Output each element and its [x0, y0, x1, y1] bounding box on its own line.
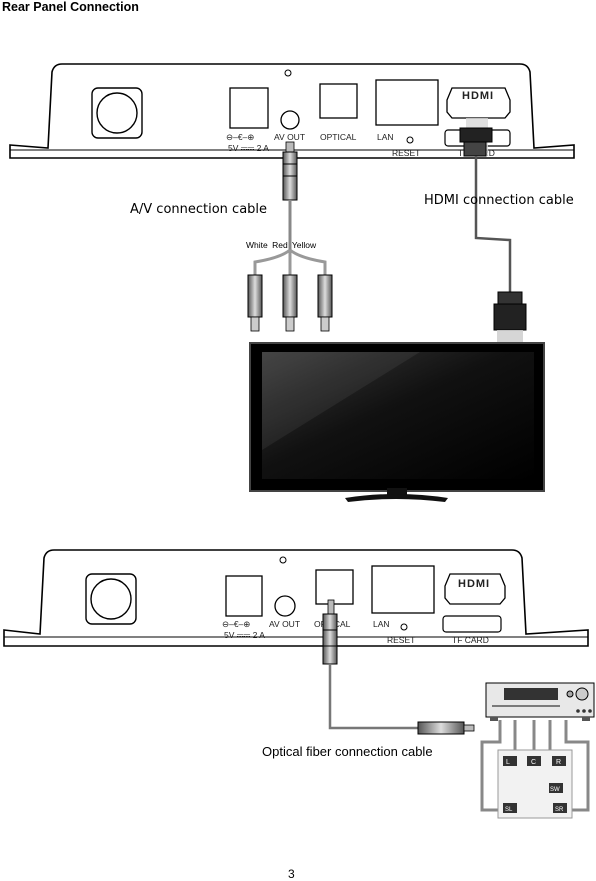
- tf-card-slot: [442, 615, 502, 633]
- speaker-icon-l: L: [503, 756, 517, 766]
- hdmi-logo: HDMI: [458, 578, 490, 590]
- power-port: [229, 87, 269, 129]
- hdmi-cable-label: HDMI connection cable: [424, 193, 574, 208]
- lan-port: [375, 79, 439, 126]
- av-cable: [253, 141, 327, 275]
- av-out-label: AV OUT: [269, 619, 300, 629]
- svg-text:SR: SR: [555, 807, 564, 813]
- reset-label: RESET: [392, 148, 420, 158]
- power-dc-icon: ⊖–€–⊕: [226, 132, 254, 142]
- svg-text:SL: SL: [505, 807, 513, 813]
- fan-grille-icon: [91, 87, 143, 139]
- av-cable-label: A/V connection cable: [130, 202, 268, 217]
- lan-label: LAN: [377, 132, 394, 142]
- hdmi-port: [444, 573, 506, 605]
- hdmi-cable: [459, 118, 527, 342]
- power-dc-icon: ⊖–€–⊕: [222, 619, 250, 629]
- tf-card-label: TF CARD: [452, 635, 489, 645]
- rca-plug-yellow: [317, 274, 333, 332]
- optical-cable-label: Optical fiber connection cable: [262, 744, 433, 759]
- svg-text:R: R: [556, 759, 561, 766]
- svg-text:L: L: [506, 759, 510, 766]
- fan-grille-icon: [85, 573, 137, 625]
- power-label: 5V ⎓⎓ 2 A: [228, 143, 269, 153]
- optical-port: [319, 83, 358, 119]
- hdmi-port: [446, 87, 511, 119]
- optical-port: [315, 569, 354, 605]
- rear-panel-bottom: HDMI ⊖–€–⊕ 5V ⎓⎓ 2 A AV OUT OPTICAL LAN …: [3, 549, 589, 647]
- lan-port: [371, 565, 435, 614]
- av-out-port: [280, 110, 300, 130]
- speaker-icon-sr: SR: [553, 803, 567, 813]
- page-number: 3: [288, 867, 295, 881]
- speaker-icon-c: C: [527, 756, 541, 766]
- av-out-label: AV OUT: [274, 132, 305, 142]
- svg-text:SW: SW: [550, 787, 560, 793]
- hdmi-logo: HDMI: [462, 90, 494, 102]
- power-port: [225, 575, 263, 617]
- television-icon: [249, 342, 545, 502]
- speaker-icon-sw: SW: [549, 783, 563, 793]
- power-label: 5V ⎓⎓ 2 A: [224, 630, 265, 640]
- speaker-icon-r: R: [552, 756, 566, 766]
- rca-color-labels: White Red Yellow: [246, 240, 317, 250]
- reset-label: RESET: [387, 635, 415, 645]
- svg-text:C: C: [531, 759, 536, 766]
- optical-label: OPTICAL: [320, 132, 357, 142]
- speaker-layout: L C R SW SL SR: [497, 749, 573, 819]
- rca-plug-red: [282, 274, 298, 332]
- lan-label: LAN: [373, 619, 390, 629]
- reset-button: [406, 136, 414, 144]
- av-receiver-icon: [485, 682, 595, 721]
- rca-plug-white: [247, 274, 263, 332]
- optical-cable: [322, 599, 475, 735]
- reset-button: [400, 623, 408, 631]
- page-title: Rear Panel Connection: [2, 0, 139, 14]
- av-out-port: [274, 595, 296, 617]
- speaker-icon-sl: SL: [503, 803, 517, 813]
